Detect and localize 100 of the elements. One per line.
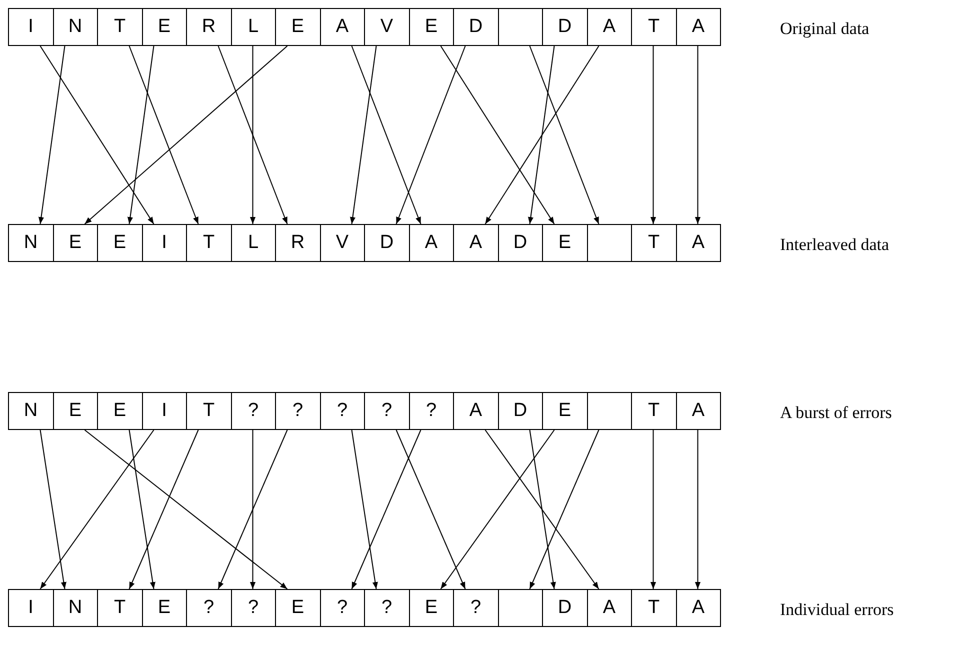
- letter-cell: T: [97, 8, 142, 46]
- letter-cell: A: [453, 224, 498, 262]
- letter-cell: L: [230, 8, 276, 46]
- letter-cell: V: [320, 224, 365, 262]
- letter-cell: T: [631, 8, 676, 46]
- letter-cell: A: [676, 589, 721, 627]
- letter-cell: ?: [320, 392, 365, 430]
- letter-cell: T: [186, 392, 232, 430]
- letter-cell: I: [142, 224, 187, 262]
- arrow: [529, 430, 556, 590]
- arrow: [529, 430, 600, 590]
- arrow: [127, 46, 154, 224]
- arrow: [128, 430, 156, 590]
- letter-cell: ?: [230, 589, 276, 627]
- letter-cell: T: [97, 589, 142, 627]
- arrow: [40, 46, 154, 224]
- letter-cell: A: [320, 8, 365, 46]
- letter-cell: I: [8, 8, 54, 46]
- letter-cell: E: [542, 224, 588, 262]
- arrow: [440, 46, 555, 224]
- letter-cell: T: [186, 224, 232, 262]
- arrow: [350, 46, 377, 224]
- arrow: [351, 430, 378, 590]
- letter-cell: E: [97, 392, 142, 430]
- arrow: [650, 46, 656, 224]
- row-label: Individual errors: [780, 599, 894, 621]
- letter-cell: N: [52, 589, 98, 627]
- letter-cell: D: [542, 8, 588, 46]
- arrow: [38, 46, 66, 224]
- letter-cell: D: [364, 224, 410, 262]
- row-label: Interleaved data: [780, 234, 890, 256]
- letter-cell: R: [275, 224, 320, 262]
- arrow: [128, 46, 199, 224]
- letter-cell: A: [676, 224, 721, 262]
- letter-cell: R: [186, 8, 232, 46]
- arrow: [396, 430, 466, 590]
- arrow: [218, 430, 288, 590]
- arrow: [484, 430, 600, 590]
- letter-cell: A: [408, 224, 454, 262]
- arrow: [128, 430, 199, 590]
- letter-cell: V: [364, 8, 410, 46]
- letter-cell: E: [142, 589, 187, 627]
- arrow: [84, 46, 288, 224]
- arrow: [250, 430, 256, 590]
- letter-cell: N: [8, 392, 54, 430]
- letter-cell: N: [8, 224, 54, 262]
- arrow: [396, 46, 466, 224]
- letter-cell: ?: [408, 392, 454, 430]
- letter-cell: ?: [186, 589, 232, 627]
- arrow: [351, 430, 422, 590]
- letter-cell: T: [631, 224, 676, 262]
- letter-cell: E: [142, 8, 187, 46]
- letter-cell: E: [52, 392, 98, 430]
- arrow: [40, 430, 66, 590]
- letter-cell: [586, 392, 632, 430]
- letter-cell: I: [8, 589, 54, 627]
- letter-cell: L: [230, 224, 276, 262]
- letter-cell: D: [542, 589, 588, 627]
- letter-cell: D: [498, 224, 543, 262]
- arrow: [529, 46, 600, 224]
- arrow: [250, 46, 256, 224]
- arrow: [694, 430, 701, 590]
- letter-cell: E: [97, 224, 142, 262]
- arrow: [650, 430, 656, 590]
- letter-cell: E: [275, 589, 320, 627]
- letter-cell: [586, 224, 632, 262]
- letter-cell: A: [676, 8, 721, 46]
- letter-cell: E: [408, 589, 454, 627]
- letter-cell: A: [586, 589, 632, 627]
- arrow: [440, 430, 555, 590]
- arrow: [484, 46, 600, 224]
- arrow: [40, 430, 154, 590]
- letter-cell: A: [586, 8, 632, 46]
- arrow: [528, 46, 555, 224]
- letter-cell: E: [52, 224, 98, 262]
- letter-cell: ?: [364, 392, 410, 430]
- row-label: Original data: [780, 18, 870, 40]
- letter-cell: ?: [453, 589, 498, 627]
- arrow: [351, 46, 422, 224]
- letter-cell: ?: [364, 589, 410, 627]
- row-label: A burst of errors: [780, 402, 892, 424]
- arrow: [694, 46, 701, 224]
- letter-cell: T: [631, 392, 676, 430]
- letter-cell: [498, 8, 543, 46]
- letter-cell: A: [453, 392, 498, 430]
- arrow: [84, 430, 288, 590]
- letter-cell: N: [52, 8, 98, 46]
- letter-cell: I: [142, 392, 187, 430]
- letter-cell: E: [275, 8, 320, 46]
- arrow: [218, 46, 288, 224]
- letter-cell: ?: [320, 589, 365, 627]
- letter-cell: ?: [275, 392, 320, 430]
- letter-cell: [498, 589, 543, 627]
- letter-cell: T: [631, 589, 676, 627]
- letter-cell: A: [676, 392, 721, 430]
- letter-cell: ?: [230, 392, 276, 430]
- letter-cell: D: [498, 392, 543, 430]
- letter-cell: D: [453, 8, 498, 46]
- letter-cell: E: [542, 392, 588, 430]
- letter-cell: E: [408, 8, 454, 46]
